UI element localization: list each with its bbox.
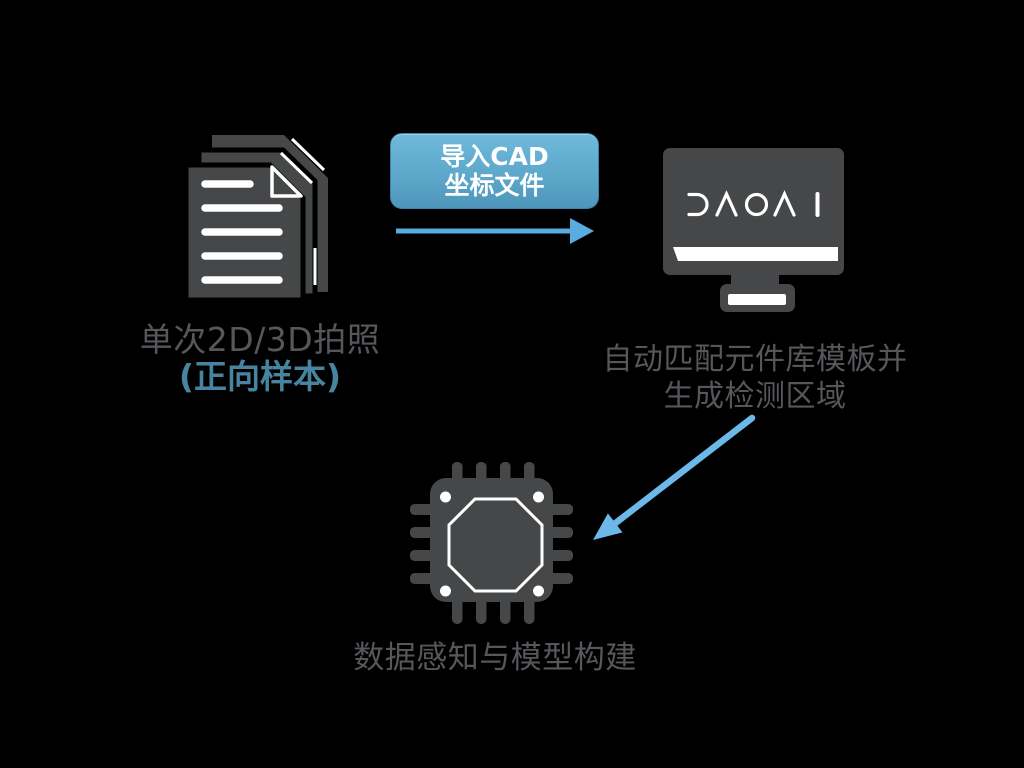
arrow-right-icon	[396, 218, 594, 244]
import-cad-label: 导入CAD 坐标文件	[390, 133, 599, 209]
documents-stack-icon	[183, 135, 328, 303]
import-cad-label-line2: 坐标文件	[444, 171, 545, 200]
monitor-icon	[663, 148, 844, 312]
monitor-stand-slot	[728, 294, 786, 305]
step-capture-title: 单次2D/3D拍照	[139, 320, 381, 359]
daoai-logo	[687, 190, 820, 217]
step-capture-subtitle: (正向样本)	[178, 357, 342, 396]
step-match-caption-line2: 生成检测区域	[663, 379, 847, 414]
document-text-lines	[201, 180, 283, 284]
chip-die-outline	[447, 497, 544, 593]
arrow-down-left-icon	[593, 414, 756, 540]
import-cad-label-line1: 导入CAD	[440, 142, 549, 171]
step-match-caption: 自动匹配元件库模板并 生成检测区域	[588, 341, 922, 415]
monitor-taskbar	[673, 247, 838, 261]
chip-icon	[410, 462, 573, 624]
step-match-caption-line1: 自动匹配元件库模板并	[602, 342, 908, 377]
step-model-caption: 数据感知与模型构建	[353, 640, 637, 676]
chip-corner-dots	[440, 491, 544, 597]
